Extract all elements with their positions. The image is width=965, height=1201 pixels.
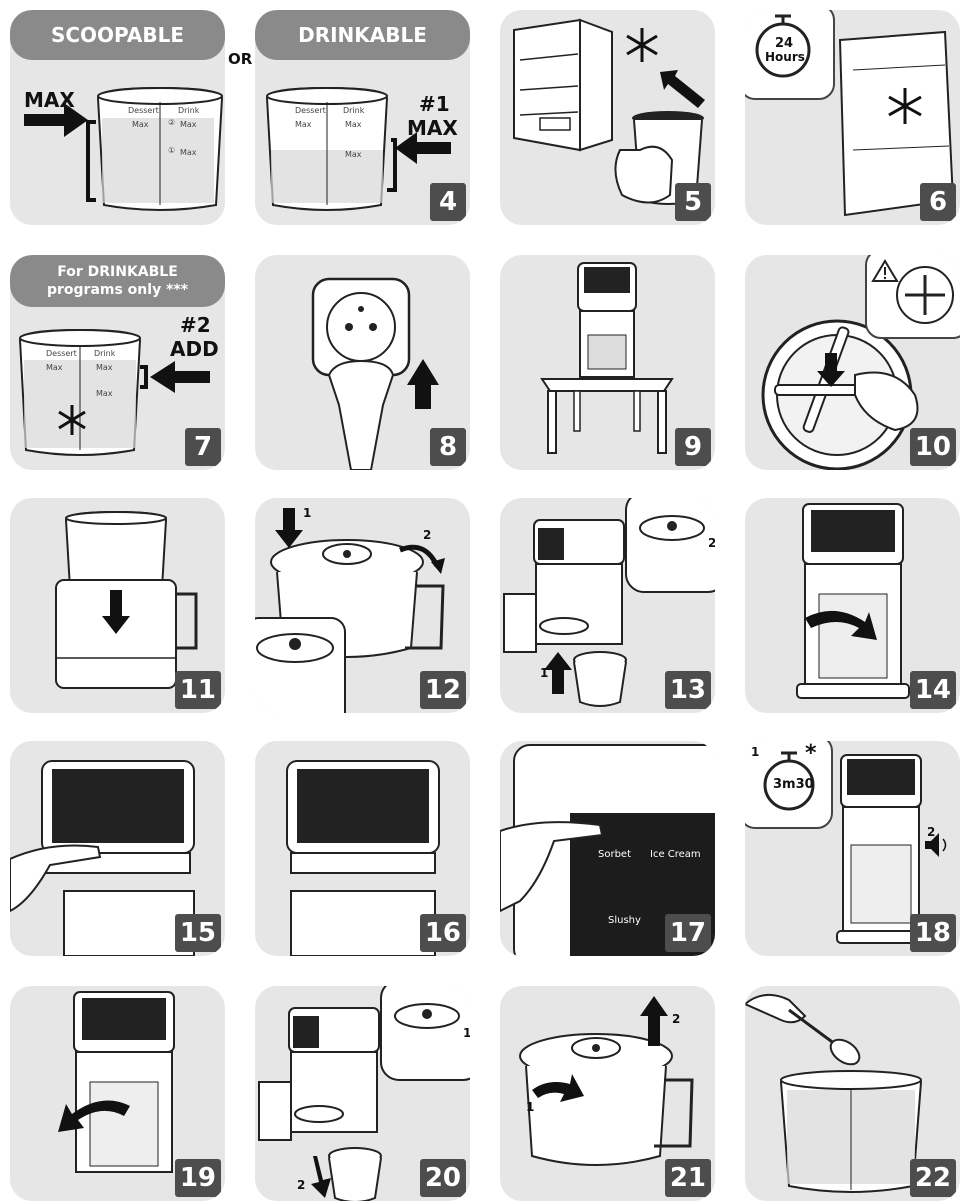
panel-step-10: 10 — [745, 255, 960, 470]
dessert-label-7: Dessert — [46, 349, 77, 358]
panel-step-5: 5 — [500, 10, 715, 225]
snowflake-icon — [627, 28, 657, 62]
panel-step-7: For DRINKABLE programs only *** #2 ADD D… — [10, 255, 225, 470]
sorbet-label: Sorbet — [598, 849, 631, 860]
arrow-up-icon — [660, 70, 705, 108]
step2-label-line1: #2 — [180, 313, 211, 337]
callout-1: 1 — [526, 1100, 534, 1114]
panel-step-22: 22 — [745, 986, 960, 1201]
step2-label-line2: ADD — [170, 337, 219, 361]
hand-icon — [615, 147, 672, 203]
step-number: 10 — [910, 428, 956, 466]
drink-label: Drink — [178, 106, 199, 115]
max-label-7c: Max — [96, 389, 113, 398]
callout-2: 2 — [927, 825, 935, 839]
panel-step-15: 15 — [10, 741, 225, 956]
arrow-left-icon — [150, 361, 210, 393]
max-label-7a: Max — [46, 363, 63, 372]
step-number: 22 — [910, 1159, 956, 1197]
panel-step-4: DRINKABLE #1 MAX Dessert Drink Max Max M… — [255, 10, 470, 225]
step-number: 7 — [185, 428, 221, 466]
step-number: 18 — [910, 914, 956, 952]
step-number: 16 — [420, 914, 466, 952]
callout-2: 2 — [423, 528, 431, 542]
callout-1: 1 — [540, 666, 548, 680]
arrow-up-icon — [407, 359, 439, 409]
timer-3m30-label: 3m30 — [773, 777, 814, 792]
panel-step-19: 19 — [10, 986, 225, 1201]
max-drink-1-label: Max — [180, 148, 197, 157]
scoopable-container-illustration — [10, 10, 225, 225]
step1-label-line2: MAX — [407, 116, 458, 140]
step-number: 13 — [665, 671, 711, 709]
panel-step-17: Sorbet Ice Cream Slushy 17 — [500, 741, 715, 956]
max-label-4c: Max — [345, 150, 362, 159]
arrow-down-icon — [311, 1156, 331, 1198]
panel-step-11: 11 — [10, 498, 225, 713]
step-number: 12 — [420, 671, 466, 709]
step-number: 6 — [920, 183, 956, 221]
panel-scoopable: SCOOPABLE MAX Dessert Drink Max ② Max ① … — [10, 10, 225, 225]
step-number: 4 — [430, 183, 466, 221]
step-number: 9 — [675, 428, 711, 466]
step-number: 8 — [430, 428, 466, 466]
panel-step-8: 8 — [255, 255, 470, 470]
panel-step-14: 14 — [745, 498, 960, 713]
max-label: MAX — [24, 88, 75, 112]
ice-cream-label: Ice Cream — [650, 849, 701, 860]
panel-step-21: 1 2 21 — [500, 986, 715, 1201]
panel-step-9: 9 — [500, 255, 715, 470]
callout-2: 2 — [708, 536, 715, 550]
callout-2: 2 — [297, 1178, 305, 1192]
plug-icon — [329, 361, 393, 470]
spoon-icon — [789, 1010, 864, 1069]
timer-24-line2: Hours — [765, 50, 805, 64]
step-number: 20 — [420, 1159, 466, 1197]
panel-step-12: 1 2 12 — [255, 498, 470, 713]
callout-2: 2 — [672, 1012, 680, 1026]
dessert-label-2: Dessert — [295, 106, 326, 115]
panel-step-20: 1 2 20 — [255, 986, 470, 1201]
timer-24-line1: 24 — [775, 36, 793, 51]
asterisk-label: * — [805, 741, 817, 766]
step-number: 17 — [665, 914, 711, 952]
hand-icon — [745, 995, 805, 1022]
step-number: 15 — [175, 914, 221, 952]
panel-step-6: 24 Hours 6 — [745, 10, 960, 225]
arrow-down-icon — [275, 508, 303, 548]
max-dessert-label: Max — [132, 120, 149, 129]
step-number: 19 — [175, 1159, 221, 1197]
or-label: OR — [228, 50, 252, 68]
step-number: 5 — [675, 183, 711, 221]
drink-label-2: Drink — [343, 106, 364, 115]
max-label-4a: Max — [295, 120, 312, 129]
callout-1: 1 — [751, 745, 759, 759]
step-number: 21 — [665, 1159, 711, 1197]
max-label-4b: Max — [345, 120, 362, 129]
callout-1: 1 — [303, 506, 311, 520]
slushy-label: Slushy — [608, 915, 641, 926]
panel-step-18: 3m30 * 1 2 18 — [745, 741, 960, 956]
callout-1: 1 — [463, 1026, 470, 1040]
mark-1-label: ① — [168, 146, 175, 155]
dessert-label: Dessert — [128, 106, 159, 115]
step-number: 11 — [175, 671, 221, 709]
panel-step-16: 16 — [255, 741, 470, 956]
max-drink-2-label: Max — [180, 120, 197, 129]
step-number: 14 — [910, 671, 956, 709]
mark-2-label: ② — [168, 118, 175, 127]
panel-step-13: 1 2 13 — [500, 498, 715, 713]
step1-label-line1: #1 — [419, 92, 450, 116]
max-label-7b: Max — [96, 363, 113, 372]
drink-label-7: Drink — [94, 349, 115, 358]
